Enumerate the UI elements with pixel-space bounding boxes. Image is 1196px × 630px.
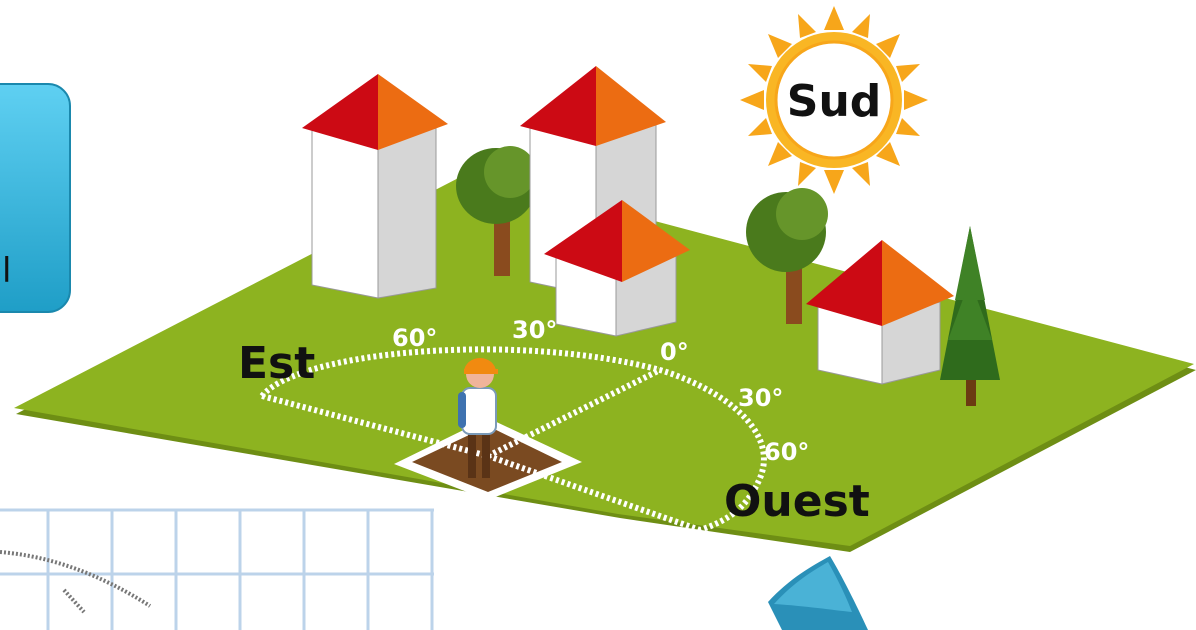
house-icon: [806, 240, 954, 384]
side-button: l: [0, 84, 70, 312]
pointer-shape: [768, 556, 868, 630]
grid-fragment: [0, 510, 434, 630]
west-label: Ouest: [724, 476, 870, 527]
degree-west-60: 60°: [764, 438, 809, 466]
sun-icon: Sud: [740, 6, 928, 194]
degree-east-60: 60°: [392, 324, 437, 352]
side-button-label: l: [2, 251, 11, 291]
degree-east-30: 30°: [512, 316, 557, 344]
degree-west-30: 30°: [738, 384, 783, 412]
sun-label: Sud: [787, 76, 882, 127]
degree-center-0: 0°: [660, 338, 689, 366]
grid-curve: [0, 552, 150, 612]
house-icon: [302, 74, 448, 298]
east-label: Est: [238, 338, 315, 389]
